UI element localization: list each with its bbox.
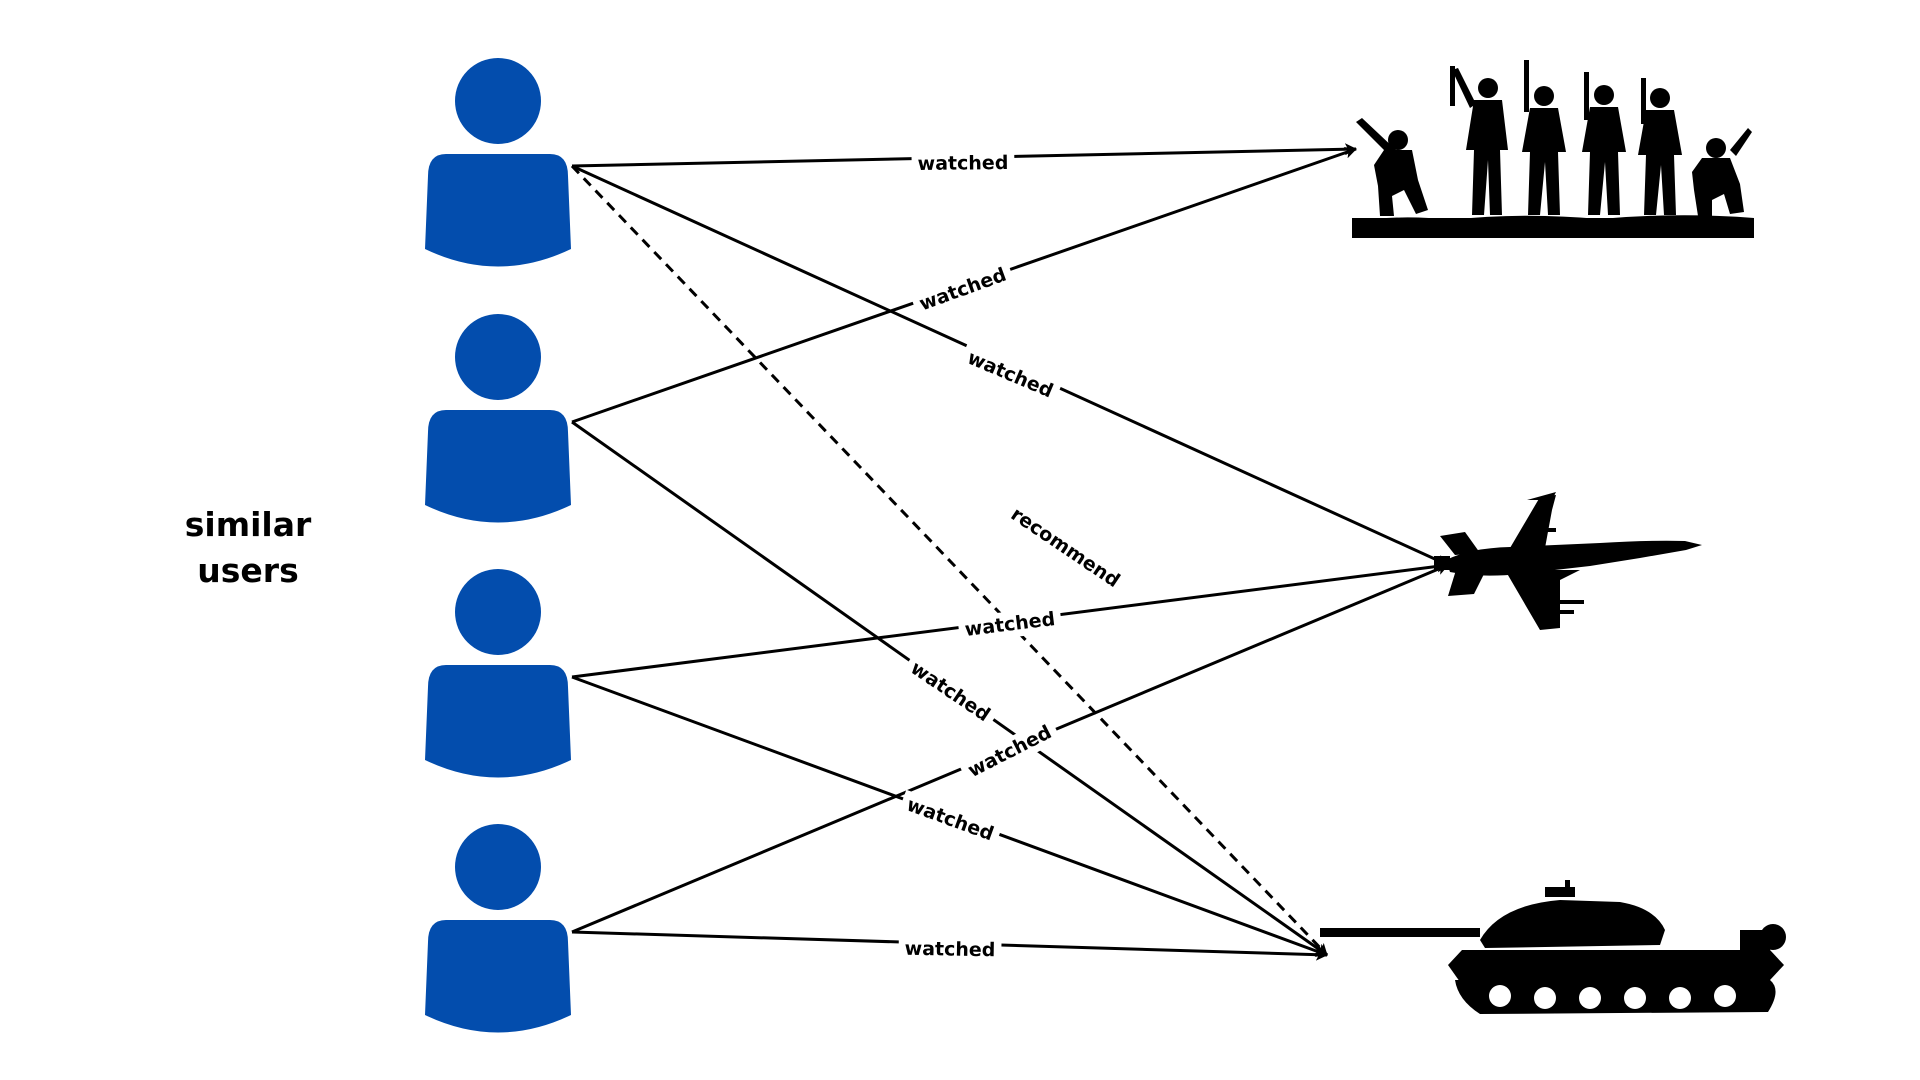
edge-label-user-2-to-tank: watched xyxy=(907,657,995,726)
edge-label-user-1-to-tank: recommend xyxy=(1007,503,1124,592)
edge-label-user-1-to-soldiers: watched xyxy=(918,152,1009,175)
person-head xyxy=(455,824,541,910)
users-column xyxy=(425,58,571,1033)
person-head xyxy=(455,58,541,144)
fighter-jet-silhouette-icon xyxy=(1434,492,1702,630)
edge-label-background xyxy=(957,342,1063,407)
person-body xyxy=(425,410,571,523)
similar-users-label-line2: users xyxy=(197,551,298,590)
edge-label-background xyxy=(957,605,1063,644)
edge-labels-layer: watchedwatchedrecommendwatchedwatchedwat… xyxy=(897,149,1130,964)
soldiers-silhouette-icon xyxy=(1352,60,1754,238)
person-icon xyxy=(425,824,571,1033)
similar-users-label-line1: similar xyxy=(185,505,312,544)
person-body xyxy=(425,665,571,778)
edge-label-user-4-to-tank: watched xyxy=(904,938,995,962)
person-body xyxy=(425,154,571,267)
edge-label-background xyxy=(898,935,1002,964)
person-head xyxy=(455,314,541,400)
edge-label-background xyxy=(910,259,1016,320)
tank-silhouette-icon xyxy=(1320,880,1786,1014)
edge-label-background xyxy=(958,716,1062,787)
person-icon xyxy=(425,314,571,523)
edge-label-background xyxy=(911,149,1015,178)
edge-label-background xyxy=(1000,498,1130,597)
person-body xyxy=(425,920,571,1033)
edge-label-background xyxy=(897,789,1003,850)
recommend-arrow-user-1-to-tank xyxy=(570,164,1329,957)
person-head xyxy=(455,569,541,655)
person-icon xyxy=(425,58,571,267)
edge-label-background xyxy=(900,652,1001,732)
person-icon xyxy=(425,569,571,778)
